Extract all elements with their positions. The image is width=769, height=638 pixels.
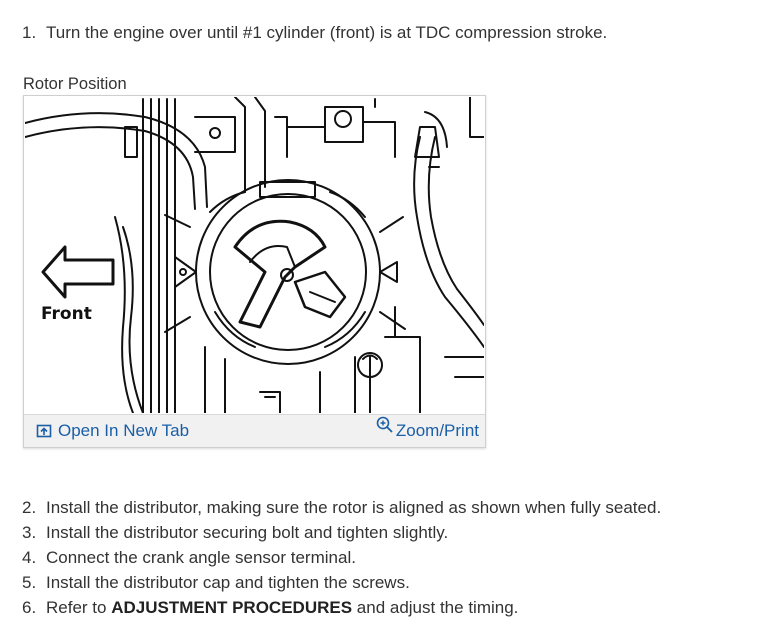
step-number: 1. xyxy=(22,23,37,42)
step-text-post: and adjust the timing. xyxy=(352,598,519,617)
step-number: 2. xyxy=(22,498,37,517)
open-in-new-tab-label: Open In New Tab xyxy=(58,421,190,440)
figure-caption: Rotor Position xyxy=(23,75,127,93)
step-number: 5. xyxy=(22,573,37,592)
step-6: 6. Refer to ADJUSTMENT PROCEDURES and adj… xyxy=(22,598,518,618)
step-text: Connect the crank angle sensor terminal. xyxy=(46,548,356,567)
step-text: Install the distributor cap and tighten … xyxy=(46,573,410,592)
step-number: 4. xyxy=(22,548,37,567)
step-text: Install the distributor securing bolt an… xyxy=(46,523,449,542)
step-text: Turn the engine over until #1 cylinder (… xyxy=(46,23,608,42)
figure-container: Front Open In New Tab Zoom/Print xyxy=(23,95,486,448)
step-2: 2. Install the distributor, making sure t… xyxy=(22,498,661,518)
zoom-print-link[interactable]: Zoom/Print xyxy=(376,416,479,441)
step-number: 3. xyxy=(22,523,37,542)
step-4: 4. Connect the crank angle sensor termina… xyxy=(22,548,356,568)
step-5: 5. Install the distributor cap and tighte… xyxy=(22,573,410,593)
front-arrow-icon xyxy=(41,245,115,299)
rotor-position-diagram[interactable]: Front xyxy=(25,97,484,413)
step-text-pre: Refer to xyxy=(46,598,112,617)
step-1: 1. Turn the engine over until #1 cylinder… xyxy=(22,23,607,43)
step-number: 6. xyxy=(22,598,37,617)
zoom-magnifier-icon xyxy=(376,416,393,433)
zoom-print-label: Zoom/Print xyxy=(395,421,479,440)
open-in-new-tab-link[interactable]: Open In New Tab xyxy=(36,421,189,441)
step-text: Install the distributor, making sure the… xyxy=(46,498,662,517)
figure-toolbar: Open In New Tab Zoom/Print xyxy=(24,414,485,447)
adjustment-procedures-reference: ADJUSTMENT PROCEDURES xyxy=(111,598,353,617)
step-3: 3. Install the distributor securing bolt … xyxy=(22,523,448,543)
open-in-new-tab-icon xyxy=(36,424,52,438)
diagram-label-front: Front xyxy=(41,304,92,324)
